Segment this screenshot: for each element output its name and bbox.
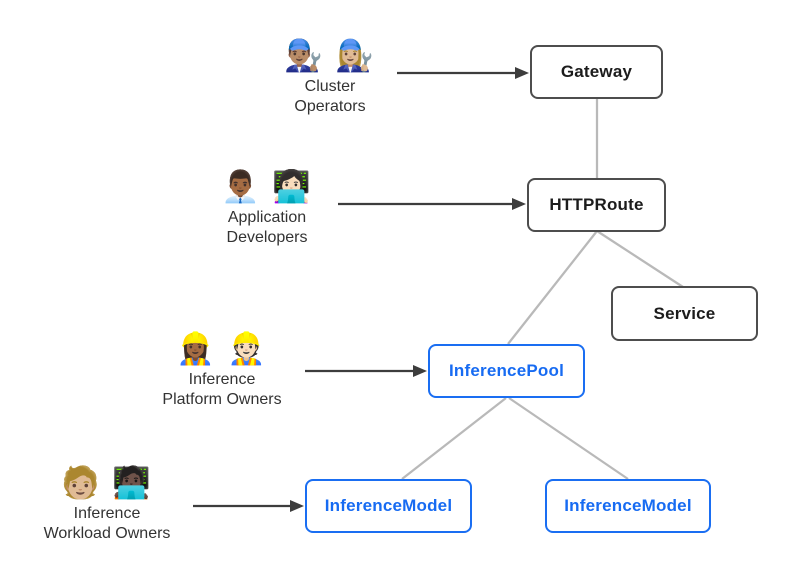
node-httproute: HTTPRoute: [527, 178, 666, 232]
edge-httproute-service: [596, 230, 684, 288]
node-inferencepool-label: InferencePool: [448, 361, 565, 380]
persona-cluster-operators-label: Cluster Operators: [240, 77, 420, 117]
persona-label-line: Inference: [188, 371, 256, 388]
persona-application-developers-label: Application Developers: [177, 208, 357, 248]
persona-inference-workload-owners-label: Inference Workload Owners: [7, 504, 207, 544]
persona-label-line: Application: [227, 209, 307, 226]
persona-label-line: Developers: [226, 229, 308, 246]
node-inferencemodel-right: InferenceModel: [545, 479, 711, 533]
person-technologist-emoji-icon: 🧑🏼 🧑🏿‍💻: [61, 465, 153, 500]
edge-httproute-inferencepool: [507, 230, 598, 345]
persona-label-line: Inference: [73, 505, 141, 522]
node-inferencemodel-left: InferenceModel: [305, 479, 472, 533]
node-httproute-label: HTTPRoute: [549, 195, 644, 214]
persona-inference-platform-owners: 👷🏾‍♀️ 👷🏻 Inference Platform Owners: [122, 330, 322, 410]
node-inferencepool: InferencePool: [428, 344, 585, 398]
persona-label-line: Platform Owners: [162, 391, 282, 408]
persona-inference-workload-owners: 🧑🏼 🧑🏿‍💻 Inference Workload Owners: [7, 464, 207, 544]
mechanics-emoji-icon: 👨🏽‍🔧 👩🏼‍🔧: [284, 38, 376, 73]
construction-workers-emoji-icon: 👷🏾‍♀️ 👷🏻: [176, 331, 268, 366]
node-gateway-label: Gateway: [560, 62, 633, 81]
node-service: Service: [611, 286, 758, 341]
persona-inference-platform-owners-label: Inference Platform Owners: [122, 370, 322, 410]
office-worker-technologist-emoji-icon: 👨🏾‍💼 👩🏻‍💻: [221, 169, 313, 204]
node-gateway: Gateway: [530, 45, 663, 99]
persona-cluster-operators: 👨🏽‍🔧 👩🏼‍🔧 Cluster Operators: [240, 37, 420, 117]
persona-label-line: Workload Owners: [43, 525, 171, 542]
persona-label-line: Cluster: [304, 78, 356, 95]
edge-inferencepool-inferencemodel-left: [401, 397, 507, 480]
persona-application-developers: 👨🏾‍💼 👩🏻‍💻 Application Developers: [177, 168, 357, 248]
node-inferencemodel-left-label: InferenceModel: [324, 496, 453, 515]
node-inferencemodel-right-label: InferenceModel: [564, 496, 692, 515]
node-service-label: Service: [653, 303, 716, 323]
edge-inferencepool-inferencemodel-right: [508, 397, 629, 480]
persona-label-line: Operators: [294, 98, 366, 115]
